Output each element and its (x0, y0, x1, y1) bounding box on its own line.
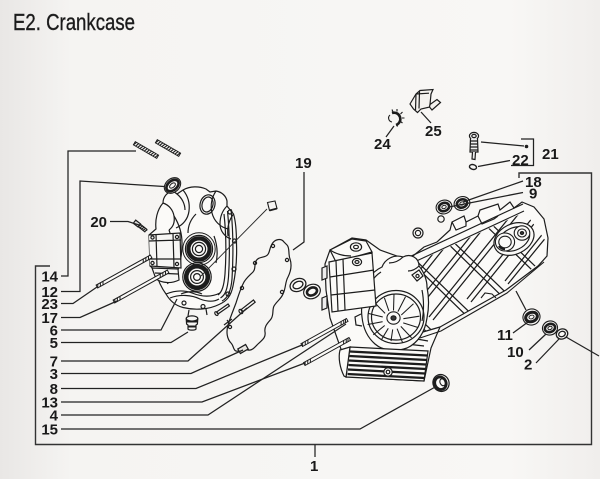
svg-text:20: 20 (90, 214, 107, 231)
svg-text:5: 5 (50, 335, 58, 352)
svg-text:2: 2 (524, 357, 532, 374)
svg-text:6: 6 (50, 323, 58, 340)
svg-text:E2. Crankcase: E2. Crankcase (13, 9, 135, 35)
svg-text:1: 1 (310, 458, 318, 475)
svg-text:25: 25 (425, 123, 442, 140)
svg-text:9: 9 (529, 186, 537, 203)
svg-text:7: 7 (50, 354, 58, 371)
svg-text:22: 22 (512, 152, 529, 169)
svg-text:17: 17 (41, 310, 58, 327)
svg-text:12: 12 (41, 284, 58, 301)
svg-text:8: 8 (50, 381, 58, 398)
svg-text:10: 10 (507, 344, 524, 361)
svg-text:14: 14 (41, 269, 58, 286)
svg-text:4: 4 (50, 408, 59, 425)
svg-text:21: 21 (542, 146, 559, 163)
svg-text:19: 19 (295, 155, 312, 172)
svg-text:11: 11 (497, 327, 513, 344)
svg-text:24: 24 (374, 136, 391, 153)
svg-text:18: 18 (525, 174, 542, 191)
svg-text:23: 23 (41, 296, 58, 313)
svg-text:3: 3 (50, 366, 58, 383)
svg-text:13: 13 (41, 395, 58, 412)
svg-text:15: 15 (41, 422, 58, 439)
